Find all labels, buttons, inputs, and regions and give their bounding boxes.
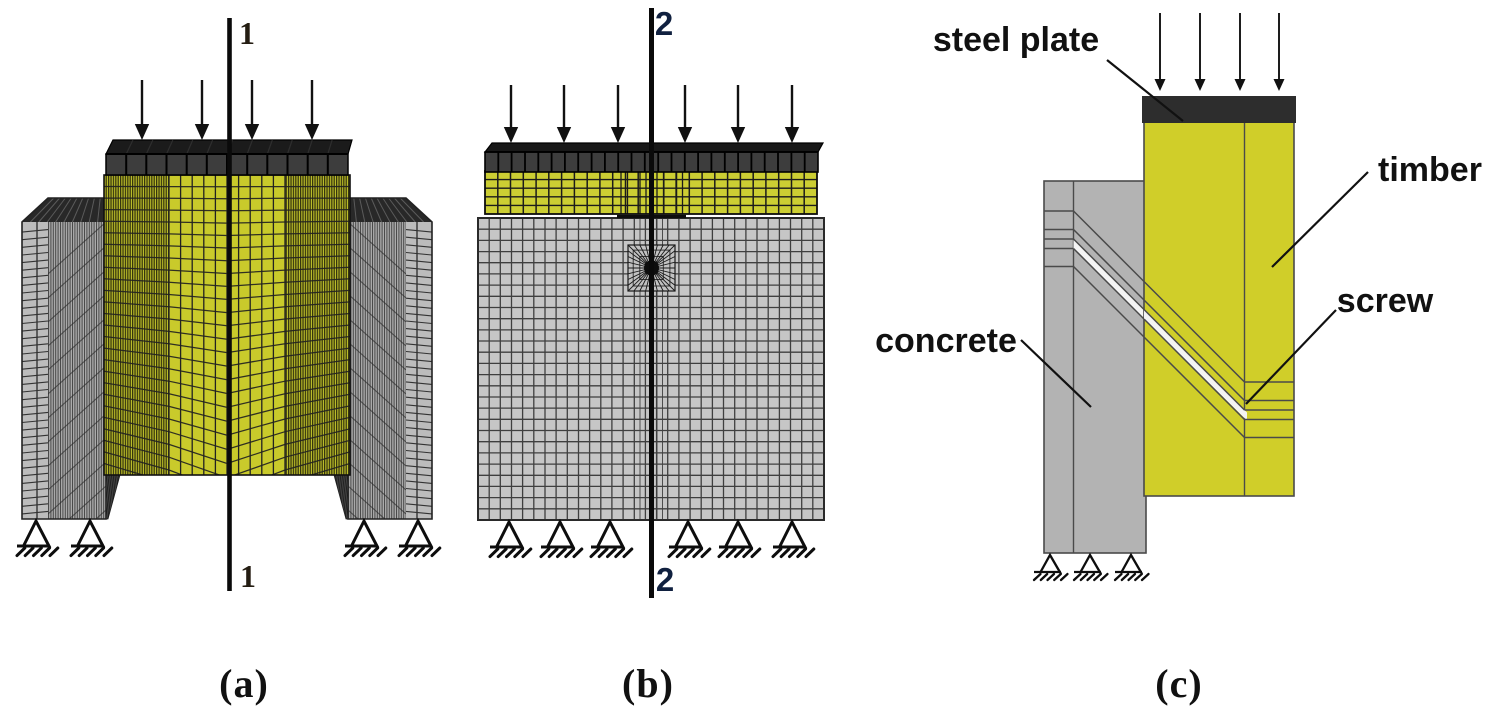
svg-text:(c): (c) bbox=[1155, 661, 1202, 706]
svg-text:1: 1 bbox=[240, 558, 256, 594]
svg-text:(a): (a) bbox=[219, 661, 269, 706]
svg-text:timber: timber bbox=[1378, 151, 1482, 189]
svg-text:screw: screw bbox=[1337, 282, 1434, 320]
svg-text:steel plate: steel plate bbox=[933, 21, 1099, 59]
svg-text:(b): (b) bbox=[622, 661, 674, 706]
svg-text:2: 2 bbox=[656, 561, 674, 598]
svg-text:1: 1 bbox=[239, 15, 255, 51]
svg-text:concrete: concrete bbox=[875, 322, 1017, 360]
svg-text:2: 2 bbox=[655, 5, 673, 42]
